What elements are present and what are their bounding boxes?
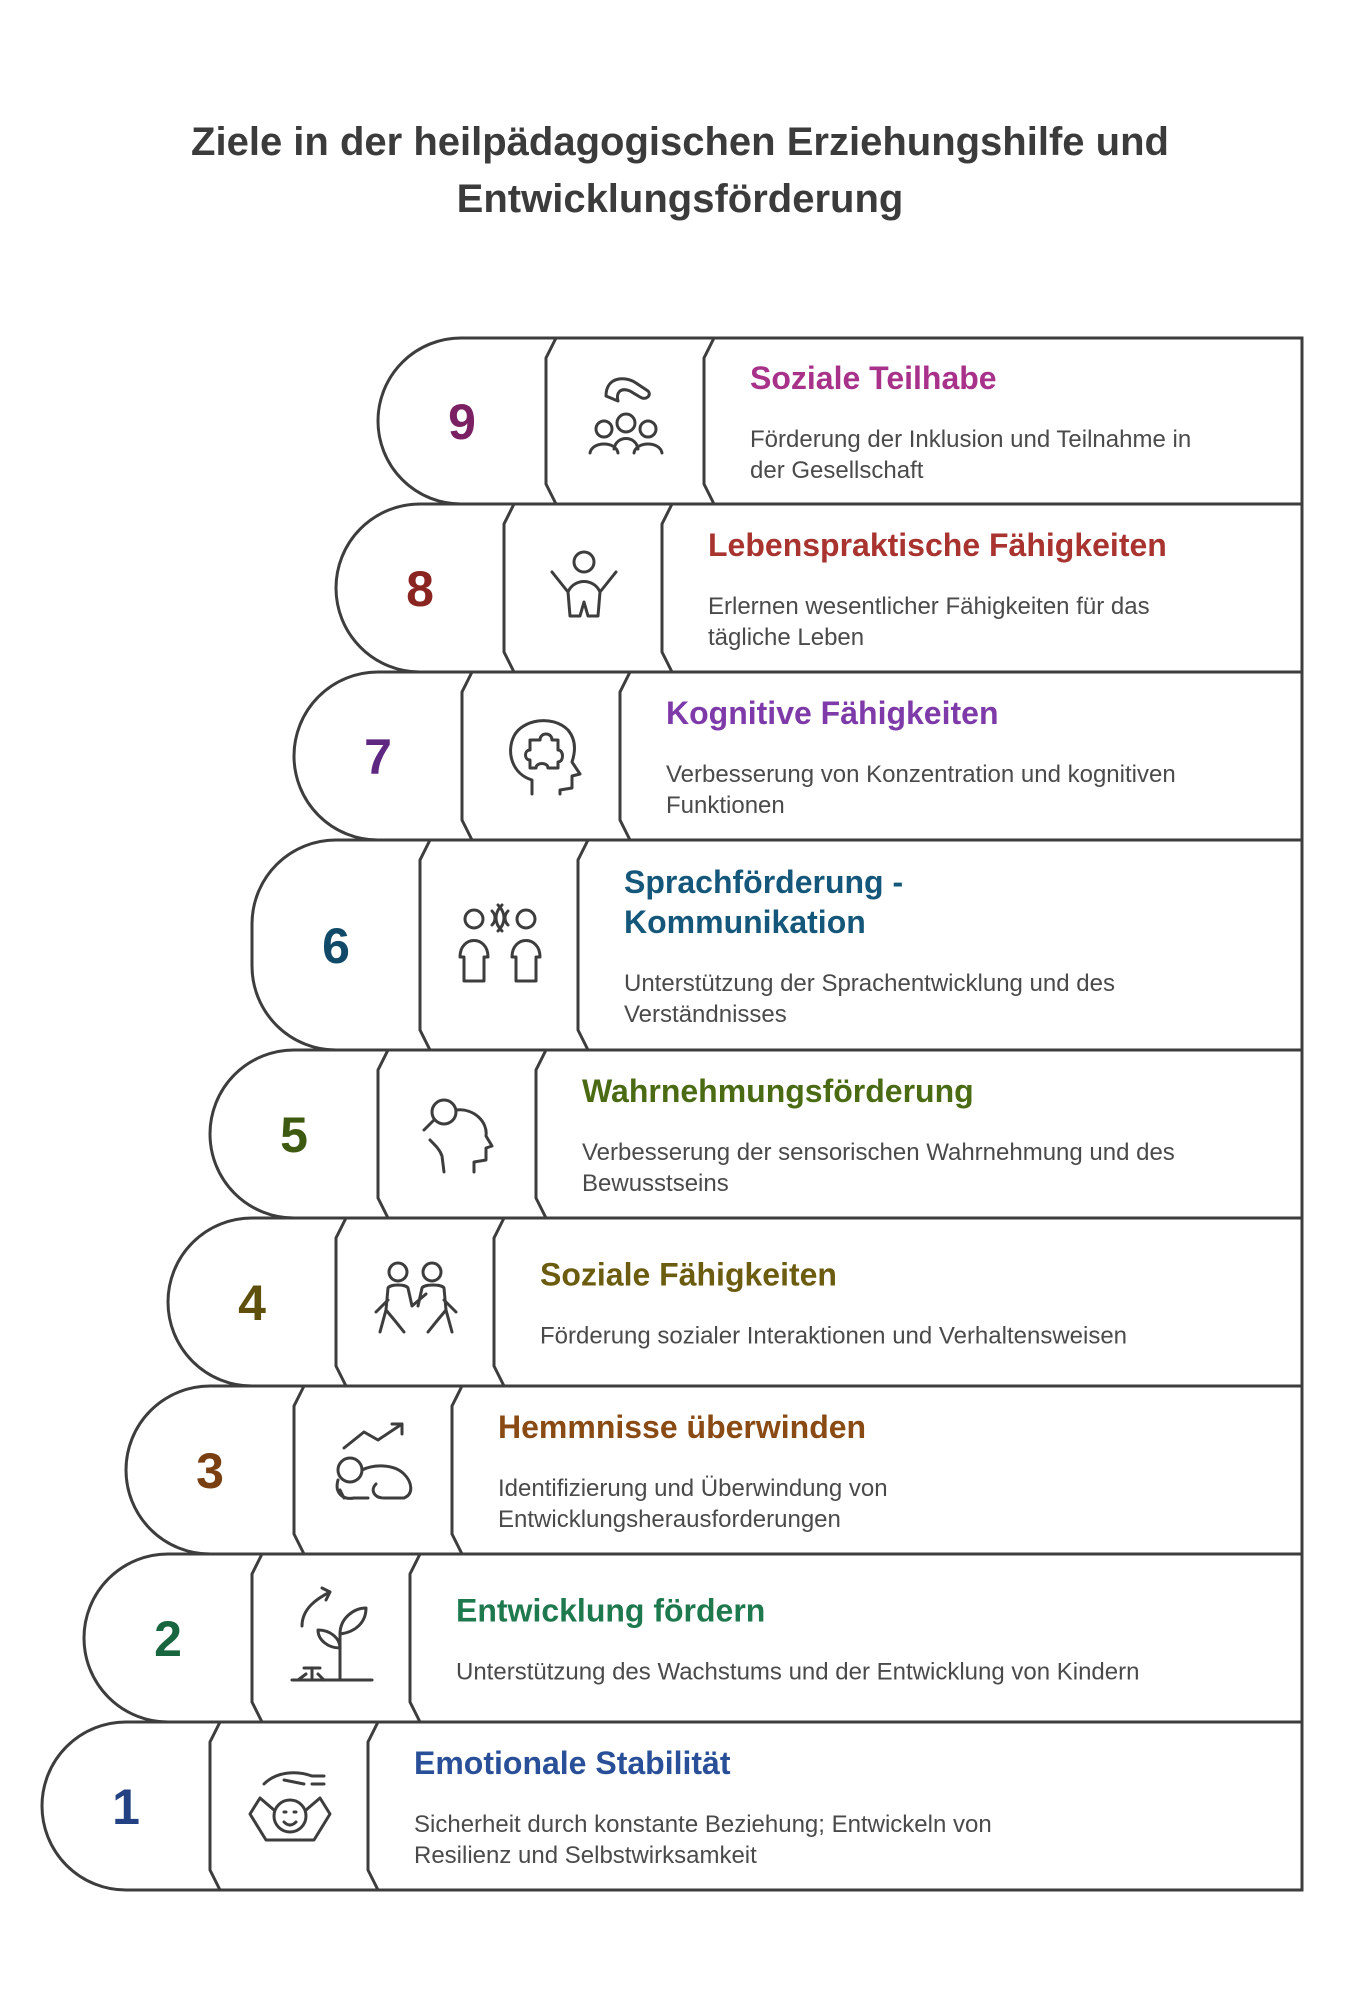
step-band [208, 1048, 1304, 1220]
step-title: Sprachförderung - [624, 864, 903, 900]
social-participation-icon [588, 377, 664, 455]
step-title: Emotionale Stabilität [414, 1745, 731, 1781]
step-description: Entwicklungsherausforderungen [498, 1506, 841, 1533]
growing-plant-icon [290, 1586, 374, 1682]
step-band [40, 1720, 1304, 1892]
two-people-talking-icon [458, 903, 542, 983]
head-magnifier-icon [422, 1098, 494, 1174]
step-tab-divider [292, 1385, 464, 1555]
step-tab-divider [502, 503, 674, 673]
step-band [334, 502, 1304, 674]
diagram-title-line-2: Entwicklungsförderung [457, 177, 904, 221]
step-band [124, 1384, 1304, 1556]
step-title: Entwicklung fördern [456, 1593, 765, 1629]
step-description: Sicherheit durch konstante Beziehung; En… [414, 1811, 992, 1838]
step-description: Unterstützung des Wachstums und der Entw… [456, 1659, 1139, 1686]
diagram-title-line-1: Ziele in der heilpädagogischen Erziehung… [191, 120, 1169, 164]
step-title: Kognitive Fähigkeiten [666, 695, 998, 731]
step-title: Soziale Fähigkeiten [540, 1257, 837, 1293]
child-joy-icon [550, 550, 618, 618]
step-6: 6 Sprachförderung - KommunikationUnterstüt… [250, 838, 1304, 1052]
step-description: Unterstützung der Sprachentwicklung und … [624, 970, 1115, 997]
step-title: Wahrnehmungsförderung [582, 1073, 974, 1109]
step-title: Lebenspraktische Fähigkeiten [708, 527, 1167, 563]
step-description: Identifizierung und Überwindung von [498, 1475, 888, 1502]
step-description: der Gesellschaft [750, 457, 924, 484]
step-description: Verständnisses [624, 1001, 787, 1028]
children-playing-icon [374, 1261, 458, 1334]
step-description: Bewusstseins [582, 1170, 729, 1197]
step-band [292, 670, 1304, 842]
step-band [166, 1216, 1304, 1388]
step-number: 3 [196, 1443, 224, 1499]
step-title: Soziale Teilhabe [750, 360, 997, 396]
crawling-baby-icon [335, 1422, 413, 1500]
step-description: Verbesserung von Konzentration und kogni… [666, 761, 1176, 788]
head-puzzle-icon [509, 719, 582, 796]
hand-protecting-child-icon [248, 1771, 332, 1842]
step-description: tägliche Leben [708, 624, 864, 651]
step-title: Kommunikation [624, 904, 866, 940]
step-description: Förderung sozialer Interaktionen und Ver… [540, 1323, 1127, 1350]
step-tab-divider [544, 337, 716, 505]
step-number: 2 [154, 1611, 182, 1667]
step-number: 8 [406, 561, 434, 617]
step-tab-divider [418, 839, 590, 1051]
step-description: Erlernen wesentlicher Fähigkeiten für da… [708, 593, 1150, 620]
step-number: 9 [448, 394, 476, 450]
step-tab-divider [334, 1217, 506, 1387]
step-number: 4 [238, 1275, 266, 1331]
step-description: Förderung der Inklusion und Teilnahme in [750, 426, 1191, 453]
step-description: Resilienz und Selbstwirksamkeit [414, 1842, 757, 1869]
step-description: Verbesserung der sensorischen Wahrnehmun… [582, 1139, 1175, 1166]
step-tab-divider [208, 1721, 380, 1891]
step-description: Funktionen [666, 792, 785, 819]
step-number: 7 [364, 729, 392, 785]
step-band [376, 336, 1304, 506]
step-band [82, 1552, 1304, 1724]
step-band [250, 838, 1304, 1052]
step-title: Hemmnisse überwinden [498, 1409, 866, 1445]
step-tab-divider [376, 1049, 548, 1219]
step-number: 6 [322, 918, 350, 974]
step-number: 5 [280, 1107, 308, 1163]
step-tab-divider [460, 671, 632, 841]
step-tab-divider [250, 1553, 422, 1723]
step-number: 1 [112, 1779, 140, 1835]
